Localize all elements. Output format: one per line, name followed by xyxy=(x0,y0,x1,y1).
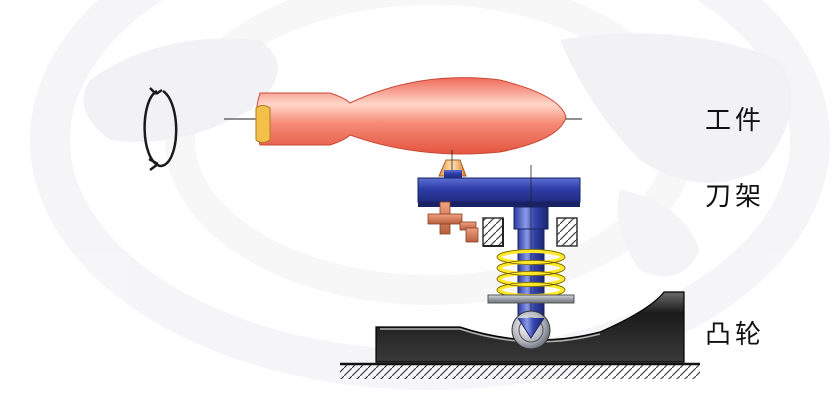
tool-holder xyxy=(417,170,581,243)
workpiece xyxy=(255,77,567,155)
ground xyxy=(340,362,700,379)
label-cam: 凸轮 xyxy=(705,320,766,350)
spring-seat xyxy=(487,294,575,304)
label-tool-holder: 刀架 xyxy=(705,182,766,212)
roller-follower xyxy=(511,310,551,350)
rotation-arrow-icon xyxy=(143,87,178,171)
guide-bracket xyxy=(482,217,578,247)
label-workpiece: 工件 xyxy=(705,106,766,136)
